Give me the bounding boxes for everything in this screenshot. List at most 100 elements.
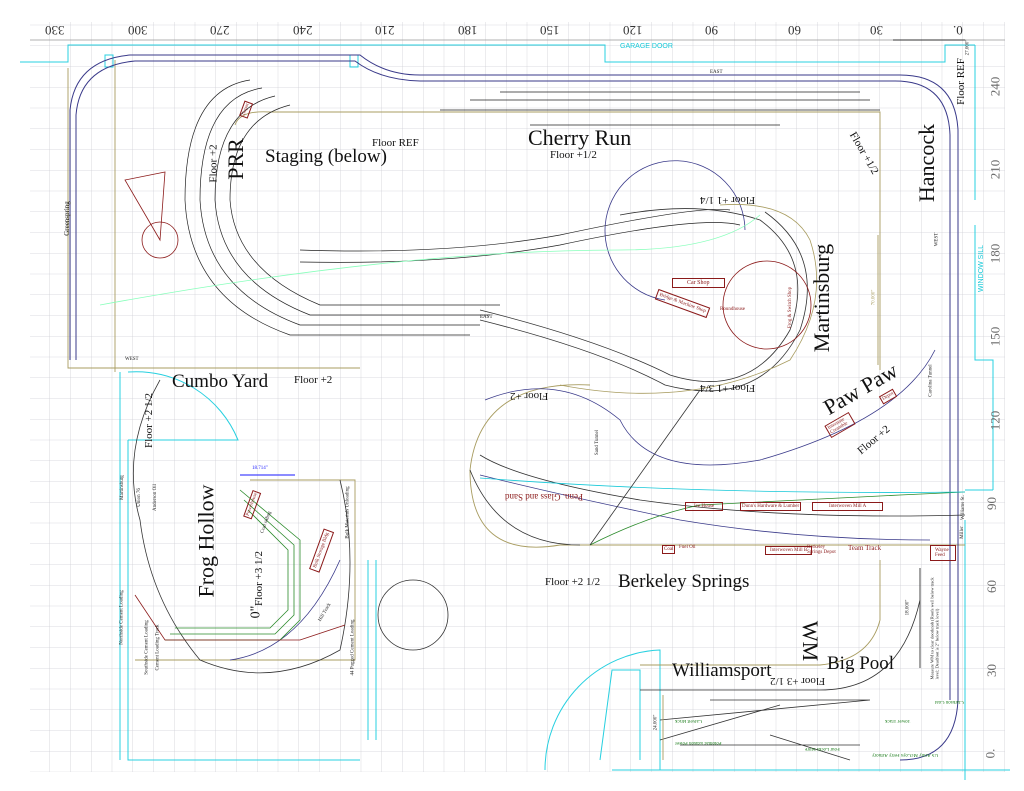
doorknob-note: Measure WM to clear doorknob (Roofs well…	[929, 577, 940, 680]
ruler-right-label: 150	[987, 326, 1003, 347]
siding-anderson: Anderson Oil	[153, 483, 159, 512]
building-ice-house: Ice House	[685, 502, 724, 511]
ruler-top-label: 180	[457, 23, 478, 38]
floor-helix: Floor +2	[510, 390, 549, 402]
siding-union76: Union 76	[136, 488, 142, 507]
siding-four-locks: Four Locks Store	[805, 746, 840, 751]
label-big-pool: Big Pool	[827, 653, 895, 674]
building-roundhouse: Roundhouse	[720, 307, 745, 312]
ruler-right-label: 60	[984, 580, 999, 594]
siding-calvert: Calvert Brick	[675, 718, 703, 723]
dimension-70in: 70.000"	[871, 289, 877, 306]
label-frog-hollow: Frog Hollow	[193, 484, 219, 598]
team-track-label: Team Track	[848, 544, 882, 552]
grid	[30, 22, 1005, 772]
ruler-right-label: 90	[984, 497, 999, 510]
siding-clarkson: Clarkson Coal	[935, 699, 964, 704]
label-greenspring: Greenspring	[62, 201, 71, 236]
ruler-right-label: 180	[987, 243, 1003, 264]
building-mill-b: Interwoven Mill B	[765, 546, 813, 555]
ruler-top-label: 30	[870, 23, 883, 38]
label-cumbo-yard: Cumbo Yard	[172, 371, 269, 392]
building-mill-a: Interwoven Mill A	[812, 502, 884, 511]
mainline-tracks	[69, 54, 959, 761]
floor-prr: Floor +2	[207, 144, 220, 183]
dimension-18-7in: 18.714"	[252, 466, 268, 471]
frog-hollow-zero: 0"	[248, 605, 264, 619]
direction-west: WEST	[125, 357, 139, 362]
floor-cumbo-yard: Floor +2	[294, 374, 333, 386]
floor-frog-hollow-approach: Floor +2 1/2	[143, 392, 156, 449]
dimension-arrows	[240, 39, 965, 760]
siding-cement-track: Cement Loading Track	[155, 624, 161, 671]
frog-hollow-tracks	[132, 379, 449, 674]
building-hardware: Dunn's Hardware & Lumber	[740, 502, 802, 511]
floor-williamsport: Floor +3 1/2	[770, 675, 826, 687]
siding-sand-tunnel: Sand Tunnel	[595, 429, 601, 456]
direction-west-2: WEST	[934, 232, 940, 247]
floor-martinsburg-top: Floor +1 1/4	[700, 194, 756, 206]
building-coal: Coal	[662, 545, 676, 554]
williamsport-tracks	[640, 599, 921, 761]
siding-bulk-unloading: Bulk Materials Unloading	[345, 486, 351, 539]
siding-north-cement: Northside Cement Loading	[119, 590, 125, 645]
siding-potomac: Potomac Edison Power	[675, 740, 722, 745]
building-frog-switch: Frog & Switch Shop	[788, 286, 794, 329]
ruler-top-label: 210	[375, 23, 395, 38]
staging-tracks	[184, 79, 880, 336]
window-sill-label: WINDOW SILL	[978, 244, 986, 293]
ruler-top-label: 90	[705, 23, 718, 38]
ruler-top-label: 330	[45, 23, 65, 38]
ruler-right-label: 30	[984, 663, 999, 677]
floor-martinsburg-bottom: Floor +1 3/4	[700, 382, 756, 394]
ruler-right-label: 210	[987, 160, 1003, 180]
siding-martinsburg: Martinsburg	[119, 475, 125, 500]
label-wm: WM	[798, 620, 824, 662]
label-hancock: Hancock	[914, 123, 940, 203]
berkeley-tracks	[469, 349, 966, 546]
ruler-right-label: 120	[987, 410, 1003, 430]
ruler-top-label: 0.	[952, 23, 963, 38]
siding-armory: US Army McCoys Ferry Armory	[872, 752, 939, 757]
label-cherry-run: Cherry Run	[528, 125, 632, 150]
label-staging: Staging (below)	[265, 146, 387, 167]
turntable	[124, 171, 179, 259]
dimension-18in: 18.000"	[905, 599, 911, 616]
label-williamsport: Williamsport	[672, 660, 772, 681]
room-walls	[20, 44, 1010, 780]
floor-hancock: Floor REF	[954, 58, 967, 105]
ruler-top-label: 300	[127, 23, 148, 38]
ruler-top-label: 150	[540, 23, 560, 38]
siding-miller: Miller	[959, 526, 965, 539]
direction-east-2: EAST	[480, 315, 493, 320]
ruler-right-label: 240	[987, 76, 1003, 97]
ruler-top-label: 270	[210, 23, 230, 38]
ruler-top-label: 60	[787, 23, 801, 38]
building-wayne-feed: Wayne Feed	[930, 545, 956, 561]
label-berkeley-springs: Berkeley Springs	[618, 571, 750, 592]
label-prr: PRR	[222, 138, 248, 180]
martinsburg-loop	[99, 160, 818, 394]
direction-east: EAST	[710, 70, 723, 75]
siding-south-cement: Southside Cement Loading	[144, 620, 150, 675]
dimension-24in: 24.000"	[653, 714, 659, 731]
building-penn-glass: Penn. Glass and Sand	[505, 492, 583, 502]
ruler-right-label: 0.	[982, 748, 998, 759]
dimension-27in: 27.000"	[965, 39, 971, 56]
floor-berkeley: Floor +2 1/2	[545, 576, 601, 588]
floor-frog-hollow: Floor +3 1/2	[253, 550, 266, 607]
siding-pugged: 44 Pugged Cement Loading	[350, 619, 356, 676]
siding-tower: Tower Track	[885, 718, 911, 723]
label-martinsburg: Martinsburg	[809, 243, 835, 353]
siding-carolina-tunnel: Carolina Tunnel	[928, 364, 934, 397]
building-bs-depot: Berkeley Springs Depot	[807, 545, 836, 555]
ruler-top-label: 120	[622, 23, 643, 38]
garage-door-label: GARAGE DOOR	[620, 43, 673, 50]
building-fuel-oil: Fuel Oil	[679, 545, 696, 550]
floor-staging: Floor REF	[372, 137, 419, 149]
siding-williams-st: Williams St.	[960, 495, 966, 520]
floor-cherry-run: Floor +1/2	[550, 149, 597, 161]
ruler-top-label: 240	[292, 23, 313, 38]
